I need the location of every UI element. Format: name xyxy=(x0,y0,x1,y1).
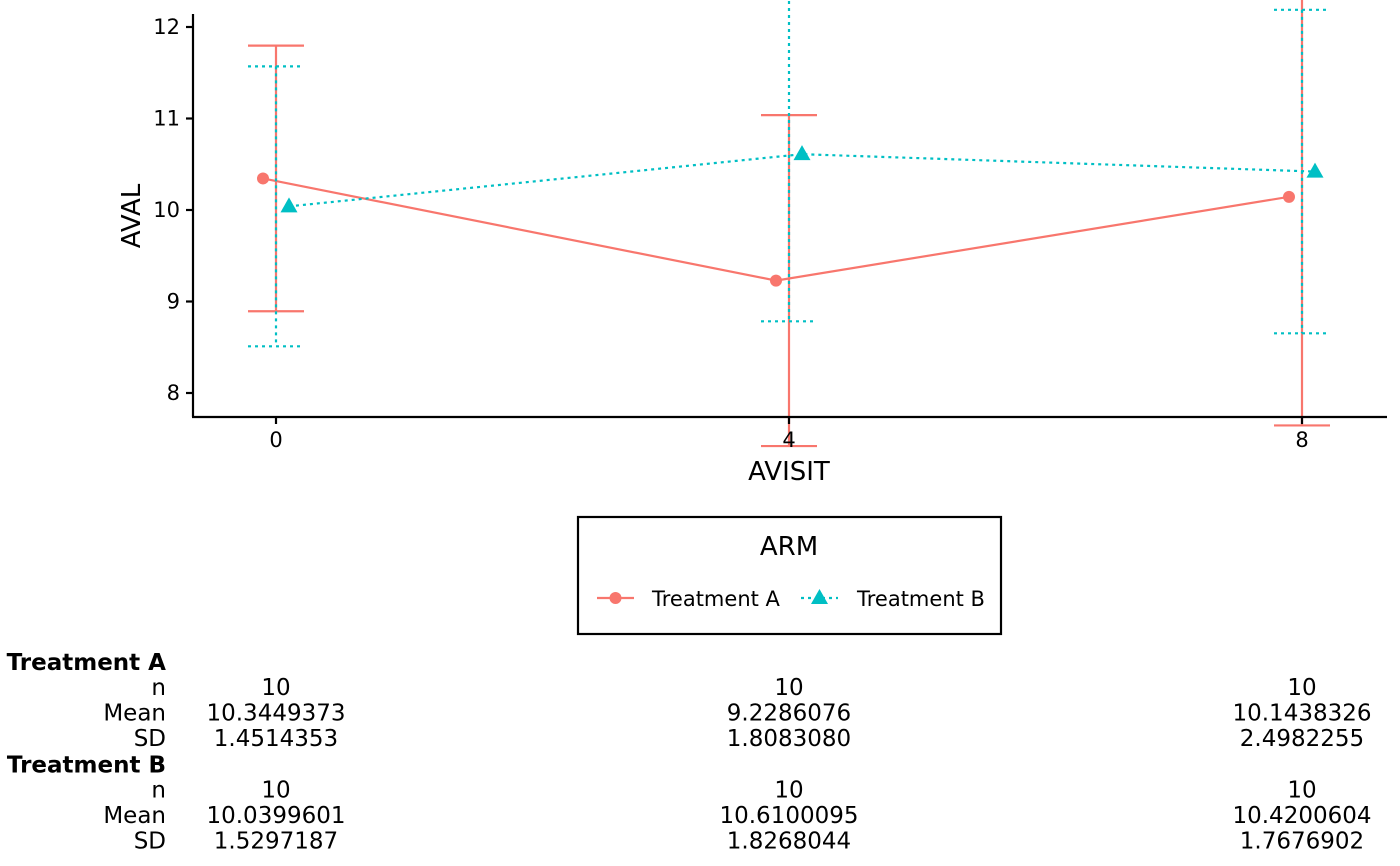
table-cell: 10.1438326 xyxy=(1232,701,1371,727)
table-group-header: Treatment A xyxy=(7,650,167,676)
data-point-b xyxy=(793,145,811,161)
table-row-label: Mean xyxy=(103,701,166,727)
y-axis-title: AVAL xyxy=(117,183,147,248)
data-point-b xyxy=(1306,162,1324,178)
x-tick-label: 8 xyxy=(1295,428,1308,452)
y-tick-label: 10 xyxy=(153,198,180,222)
x-axis-title: AVISIT xyxy=(748,457,830,487)
legend-item-treatment-b: Treatment B xyxy=(801,587,985,611)
plot-layer xyxy=(248,0,1330,448)
table-row-label: Mean xyxy=(103,803,166,829)
table-cell: 1.8083080 xyxy=(727,726,851,752)
table-cell: 10 xyxy=(1287,675,1316,701)
table-cell: 2.4982255 xyxy=(1240,726,1364,752)
table-cell: 10 xyxy=(774,675,803,701)
y-tick-label: 12 xyxy=(153,15,180,39)
y-tick-label: 8 xyxy=(167,381,180,405)
legend-label-b: Treatment B xyxy=(856,587,985,611)
table-group-header: Treatment B xyxy=(7,753,166,779)
table-row-label: SD xyxy=(134,726,166,752)
table-cell: 10.4200604 xyxy=(1232,803,1371,829)
y-tick-label: 9 xyxy=(167,290,180,314)
data-point-a xyxy=(1283,190,1295,203)
legend-item-treatment-a: Treatment A xyxy=(597,587,781,611)
x-tick-label: 0 xyxy=(269,428,282,452)
table-cell: 10.6100095 xyxy=(719,803,858,829)
table-row-label: SD xyxy=(134,829,166,855)
table-cell: 9.2286076 xyxy=(727,701,851,727)
data-point-b xyxy=(280,197,298,213)
table-cell: 1.4514353 xyxy=(214,726,338,752)
table-cell: 10 xyxy=(261,675,290,701)
legend-key-marker-b xyxy=(811,589,828,604)
y-tick-label: 11 xyxy=(153,107,180,131)
legend: ARM Treatment A Treatment B xyxy=(576,515,1003,636)
series-line-b xyxy=(288,153,1316,208)
x-tick-label: 4 xyxy=(782,428,795,452)
series-b xyxy=(248,0,1330,348)
legend-box xyxy=(576,515,1003,636)
legend-key-marker-a xyxy=(609,592,622,604)
table-cell: 10 xyxy=(261,778,290,804)
table-cell: 1.5297187 xyxy=(214,829,338,855)
table-cell: 10 xyxy=(774,778,803,804)
legend-label-a: Treatment A xyxy=(651,587,781,611)
table-row-label: n xyxy=(151,778,166,804)
data-point-a xyxy=(770,274,782,287)
table-cell: 1.7676902 xyxy=(1240,829,1364,855)
table-cell: 1.8268044 xyxy=(727,829,851,855)
table-cell: 10 xyxy=(1287,778,1316,804)
table-cell: 10.3449373 xyxy=(206,701,345,727)
data-point-a xyxy=(257,172,269,185)
table-cell: 10.0399601 xyxy=(206,803,345,829)
axes: AVISIT AVAL 8 9 10 11 12 0 4 8 xyxy=(117,14,1387,487)
legend-title: ARM xyxy=(760,532,818,562)
table-row-label: n xyxy=(151,675,166,701)
